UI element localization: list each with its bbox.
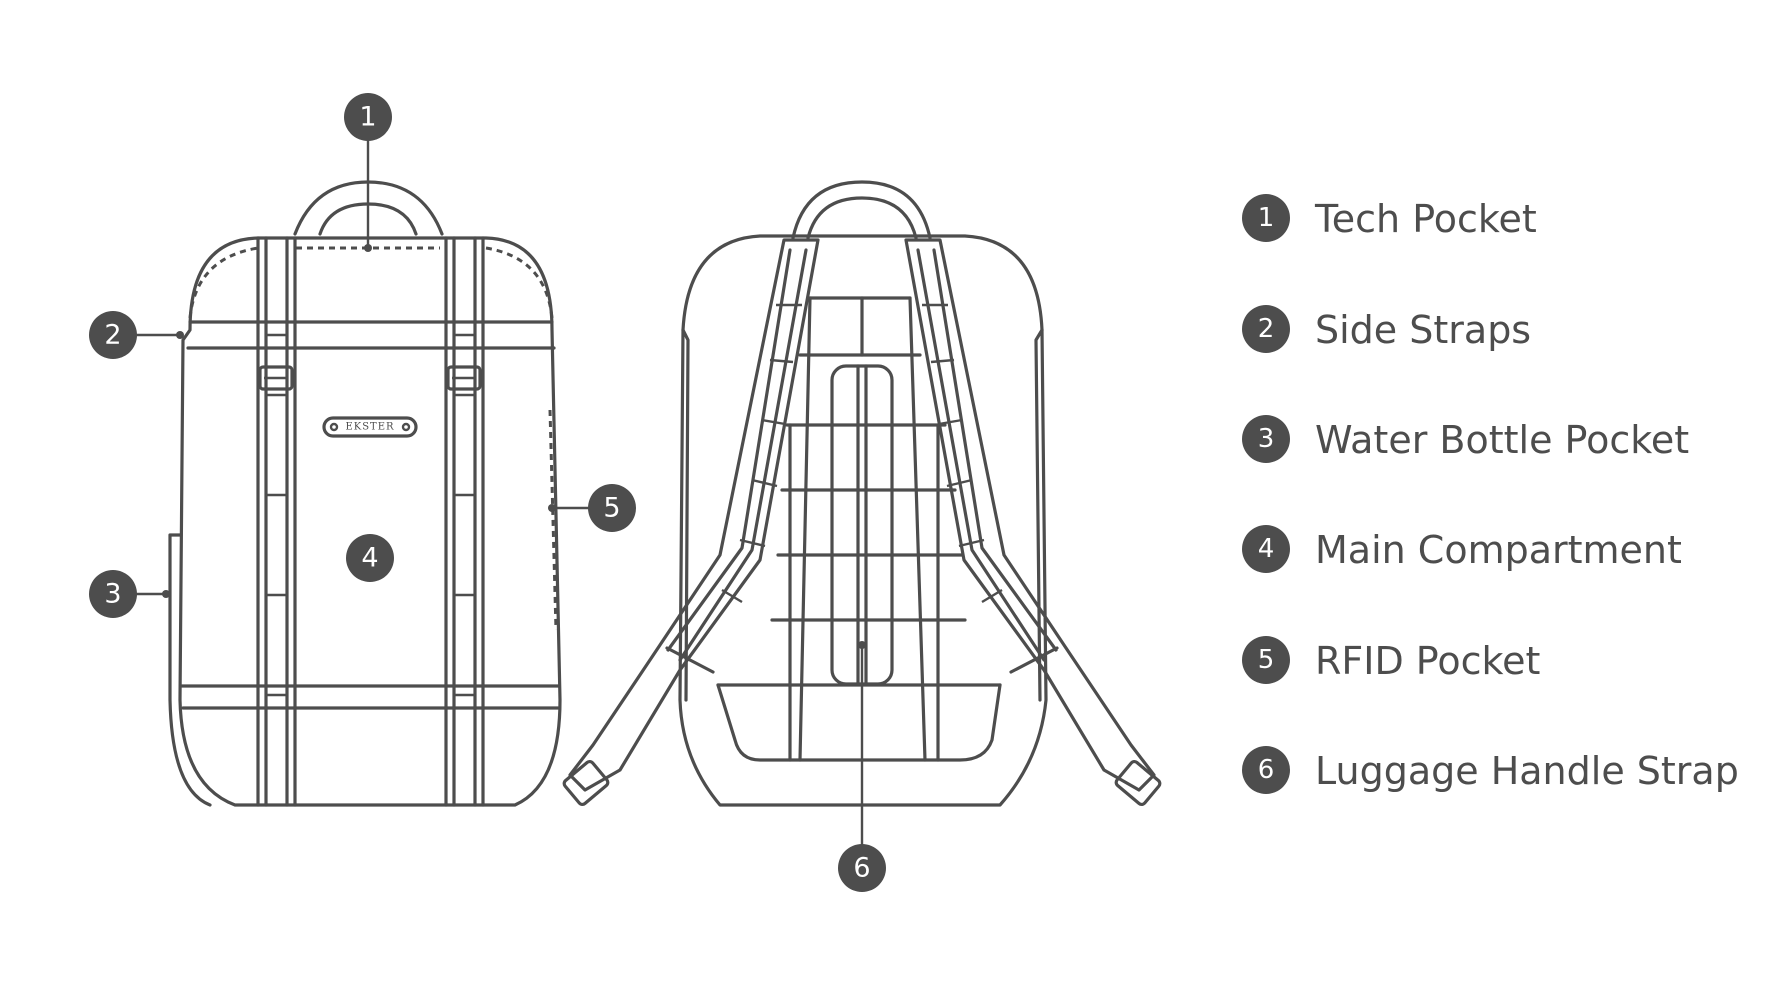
legend-label: Water Bottle Pocket [1315, 418, 1689, 462]
callout-number: 3 [104, 579, 121, 610]
callout-number: 1 [359, 102, 376, 133]
back-top-handle [791, 180, 932, 240]
legend-number: 3 [1258, 424, 1275, 454]
legend-item: 3 Water Bottle Pocket [1242, 415, 1689, 463]
callout-badge-2: 2 [89, 311, 137, 359]
left-strap-buckle [562, 759, 610, 807]
luggage-handle-strap [830, 364, 894, 686]
left-shoulder-strap [568, 238, 820, 792]
side-straps-dashed [188, 246, 259, 319]
legend: 1 Tech Pocket 2 Side Straps 3 Water Bott… [1242, 194, 1739, 794]
callout-badge-6: 6 [838, 844, 886, 892]
front-body-outline [178, 236, 562, 807]
backpack-back-view [562, 180, 1162, 807]
callout-number: 5 [603, 493, 620, 524]
legend-label: Luggage Handle Strap [1315, 749, 1739, 793]
legend-item: 2 Side Straps [1242, 305, 1531, 353]
callout-leaders [136, 140, 866, 845]
legend-label: Tech Pocket [1314, 197, 1537, 241]
legend-item: 5 RFID Pocket [1242, 636, 1540, 684]
rfid-pocket-dashed [548, 409, 558, 631]
left-buckle [258, 365, 294, 391]
water-bottle-pocket [168, 533, 212, 807]
backpack-front-view: EKSTER [168, 180, 562, 807]
callout-badge-4: 4 [346, 534, 394, 582]
right-shoulder-strap [904, 238, 1156, 792]
callout-number: 2 [104, 320, 121, 351]
legend-number: 6 [1258, 755, 1275, 785]
legend-item: 1 Tech Pocket [1242, 194, 1537, 242]
legend-number: 1 [1258, 203, 1275, 233]
callout-badge-1: 1 [344, 93, 392, 141]
legend-label: RFID Pocket [1315, 639, 1540, 683]
legend-label: Main Compartment [1315, 528, 1682, 572]
legend-number: 5 [1258, 645, 1275, 675]
back-padding-grid [716, 296, 1002, 762]
legend-label: Side Straps [1315, 308, 1531, 352]
right-strap-buckle [1114, 759, 1162, 807]
legend-item: 4 Main Compartment [1242, 525, 1682, 573]
brand-label: EKSTER [345, 422, 394, 433]
callout-badge-5: 5 [588, 484, 636, 532]
callout-number: 6 [853, 853, 870, 884]
right-buckle [446, 365, 482, 391]
brand-plate [322, 416, 418, 438]
callout-badge-3: 3 [89, 570, 137, 618]
legend-number: 2 [1258, 314, 1275, 344]
callout-number: 4 [361, 543, 378, 574]
legend-number: 4 [1258, 534, 1275, 564]
legend-item: 6 Luggage Handle Strap [1242, 746, 1739, 794]
